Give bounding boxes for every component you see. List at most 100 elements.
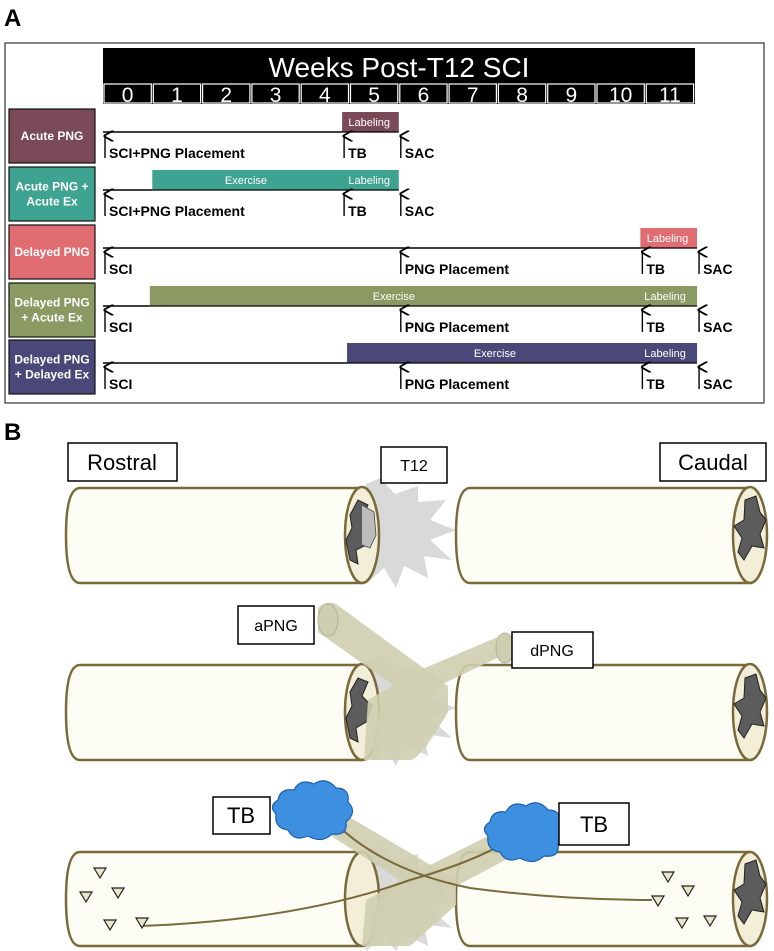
gray-matter	[345, 677, 373, 743]
event-marker: SAC	[401, 136, 434, 161]
event-label: PNG Placement	[405, 319, 510, 335]
spinal-cord-row-2: aPNG dPNG	[64, 602, 769, 766]
axon-trace-rostral	[139, 837, 513, 927]
week-cell: 2	[202, 83, 251, 107]
event-marker: TB	[642, 310, 665, 335]
apng-graft	[306, 808, 456, 946]
week-cell: 0	[103, 83, 152, 107]
event-marker: PNG Placement	[401, 310, 510, 335]
treatment-bar: Labeling	[342, 112, 399, 133]
tb-left-label: TB	[227, 803, 255, 828]
dpng-label-box	[511, 631, 594, 669]
week-cell: 10	[596, 83, 645, 107]
bar-segment-label: Labeling	[348, 117, 390, 129]
event-marker: TB	[344, 136, 367, 161]
week-cell: 4	[300, 83, 350, 107]
apng-label: aPNG	[254, 618, 298, 635]
group-label: Delayed PNG	[14, 296, 89, 310]
week-cell: 9	[547, 83, 596, 107]
neuron-marker	[110, 887, 126, 900]
neuron-marker	[702, 915, 718, 928]
neuron-marker	[680, 885, 696, 898]
rostral-label: Rostral	[87, 450, 157, 475]
event-marker: TB	[642, 252, 665, 277]
apng-label-box	[237, 605, 315, 645]
spinal-cord-row-1: Rostral Caudal T12	[64, 442, 769, 588]
week-cell: 6	[399, 83, 448, 107]
neuron-marker	[92, 867, 108, 880]
spinal-cord-row-3: TB TB	[64, 780, 769, 951]
tb-cloud-right	[483, 802, 566, 863]
bar-segment-label: Exercise	[225, 175, 267, 187]
labeled-neurons-rostral	[78, 867, 150, 932]
event-label: TB	[646, 319, 665, 335]
event-label: PNG Placement	[405, 261, 510, 277]
cord-segment-rostral	[64, 850, 364, 948]
apng-graft	[318, 602, 448, 760]
event-marker: TB	[344, 194, 367, 219]
cord-segment-caudal	[454, 486, 752, 585]
event-label: SAC	[703, 261, 733, 277]
panel-b-letter: B	[4, 419, 21, 446]
week-number: 4	[319, 84, 331, 107]
event-label: TB	[646, 261, 665, 277]
cord-segment-caudal	[454, 663, 752, 762]
event-marker: PNG Placement	[401, 367, 510, 392]
week-cell: 11	[645, 83, 695, 107]
event-label: SAC	[703, 319, 733, 335]
week-number: 7	[467, 84, 479, 107]
week-number: 11	[659, 84, 681, 107]
event-label: SCI	[109, 319, 132, 335]
tb-cloud-left	[271, 780, 354, 841]
cord-segment-rostral	[64, 663, 364, 762]
gray-matter	[345, 499, 373, 565]
labeled-neurons-caudal	[650, 871, 718, 930]
event-label: SAC	[703, 376, 733, 392]
caudal-label: Caudal	[678, 450, 748, 475]
treatment-bar: Labeling	[640, 228, 698, 249]
group-label-box: Acute PNG +Acute Ex	[8, 166, 96, 222]
event-label: SCI+PNG Placement	[109, 145, 245, 161]
axon-trace-caudal	[329, 817, 653, 901]
week-number: 3	[270, 84, 282, 107]
week-cell: 8	[497, 83, 547, 107]
group-label-box: Delayed PNG+ Acute Ex	[8, 282, 96, 338]
bar-segment-label: Exercise	[373, 291, 415, 303]
gray-matter	[733, 495, 767, 561]
bar-segment-label: Exercise	[474, 348, 516, 360]
event-marker: SAC	[699, 367, 733, 392]
event-label: PNG Placement	[405, 376, 510, 392]
timeline-bar	[103, 48, 695, 104]
gray-matter	[733, 673, 767, 739]
event-marker: SAC	[699, 252, 733, 277]
week-cell: 1	[152, 83, 202, 107]
event-label: TB	[348, 203, 367, 219]
week-number: 10	[609, 84, 632, 107]
t12-label: T12	[400, 458, 428, 475]
event-marker: SCI	[105, 310, 132, 335]
lesion-tissue	[361, 504, 377, 549]
group-label-box: Delayed PNG+ Delayed Ex	[8, 339, 96, 395]
event-label: TB	[646, 376, 665, 392]
neuron-marker	[134, 917, 150, 930]
neuron-marker	[674, 917, 690, 930]
group-label: Acute PNG	[21, 129, 84, 143]
neuron-marker	[102, 919, 118, 932]
week-number: 5	[368, 84, 380, 107]
t12-label-box	[380, 446, 448, 484]
group-label: Acute PNG +	[15, 180, 88, 194]
apng-graft-end	[317, 603, 339, 637]
neuron-marker	[660, 871, 676, 884]
group-label: + Delayed Ex	[15, 368, 90, 382]
group-label: + Acute Ex	[21, 311, 83, 325]
gray-matter	[733, 859, 767, 925]
week-number: 8	[516, 84, 528, 107]
event-marker: PNG Placement	[401, 252, 510, 277]
